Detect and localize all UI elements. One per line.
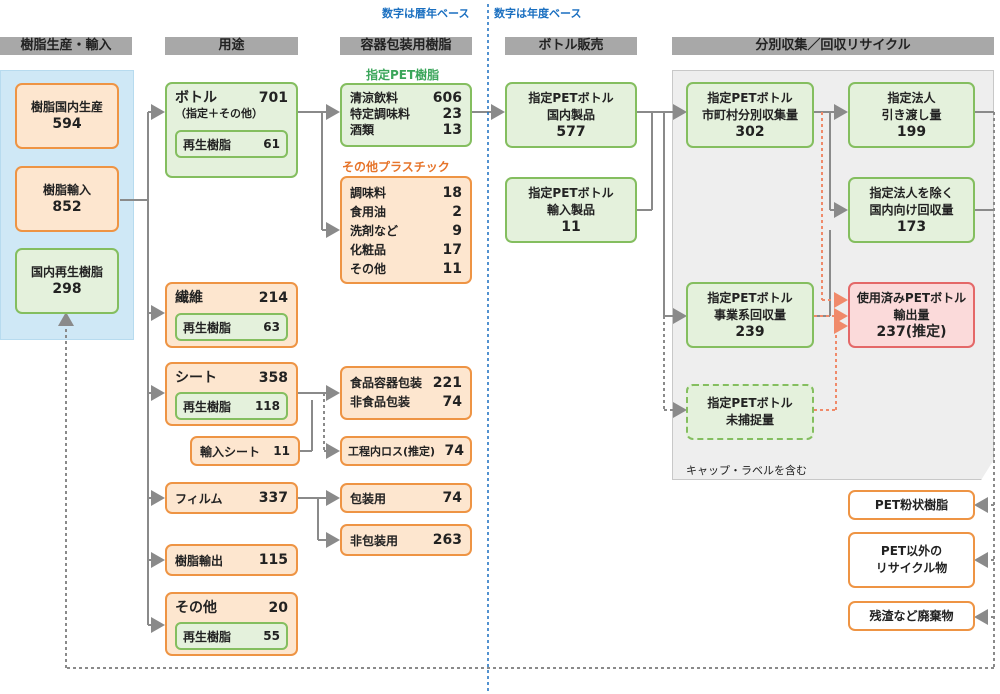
bottle-value: 701	[258, 90, 288, 106]
resin-import-label: 樹脂輸入	[42, 183, 91, 197]
resin-import-box: 樹脂輸入 852	[15, 166, 119, 232]
export-bottle-box: 使用済みPETボトル 輸出量 237(推定)	[848, 282, 975, 348]
bottle-note: （指定＋その他）	[175, 107, 263, 120]
uncaptured-box: 指定PETボトル 未捕捉量	[686, 384, 814, 440]
header-bottle-sales: ボトル販売	[505, 37, 637, 55]
domestic-resin-value: 594	[52, 116, 82, 132]
header-container-resin: 容器包装用樹脂	[340, 37, 472, 55]
calendar-year-note: 数字は暦年ベース	[382, 7, 470, 20]
cap-label-note: キャップ・ラベルを含む	[686, 464, 807, 477]
header-usage: 用途	[165, 37, 298, 55]
designated-pet-title: 指定PET樹脂	[366, 68, 440, 82]
domestic-recovery-box: 指定法人を除く 国内向け回収量 173	[848, 177, 975, 243]
waste-box: 残渣など廃棄物	[848, 601, 975, 631]
fiscal-year-note: 数字は年度ベース	[494, 7, 582, 20]
municipal-collection-box: 指定PETボトル 市町村分別収集量 302	[686, 82, 814, 148]
pet-powder-box: PET粉状樹脂	[848, 490, 975, 520]
other-plastic-title: その他プラスチック	[342, 160, 450, 174]
non-pet-recycle-box: PET以外の リサイクル物	[848, 532, 975, 588]
domestic-resin-label: 樹脂国内生産	[30, 100, 103, 114]
bottle-label: ボトル	[175, 90, 217, 106]
resin-import-value: 852	[52, 199, 82, 215]
recycled-resin-value: 298	[52, 281, 82, 297]
domestic-bottle-box: 指定PETボトル 国内製品 577	[505, 82, 637, 148]
business-collection-box: 指定PETボトル 事業系回収量 239	[686, 282, 814, 348]
recycled-resin-label: 国内再生樹脂	[30, 265, 103, 279]
process-loss-box: 工程内ロス(推定)74	[340, 436, 472, 466]
header-resin-production: 樹脂生産・輸入	[0, 37, 132, 55]
header-collection-recycle: 分別収集／回収リサイクル	[672, 37, 994, 55]
handover-box: 指定法人 引き渡し量 199	[848, 82, 975, 148]
recycled-resin-box: 国内再生樹脂 298	[15, 248, 119, 314]
domestic-resin-box: 樹脂国内生産 594	[15, 83, 119, 149]
imported-bottle-box: 指定PETボトル 輸入製品 11	[505, 177, 637, 243]
